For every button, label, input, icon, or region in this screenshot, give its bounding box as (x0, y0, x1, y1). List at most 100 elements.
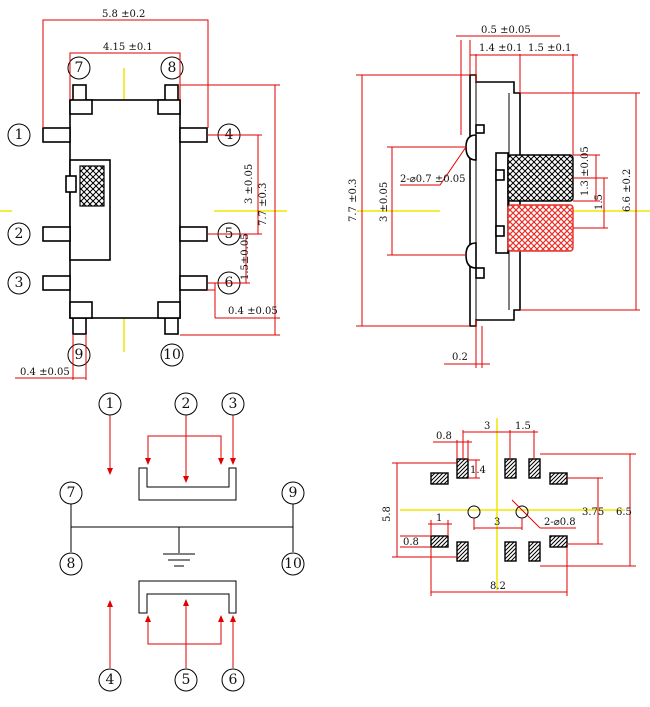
pin-9-lead (72, 317, 87, 335)
arrow-heads (107, 458, 236, 622)
dimension-text: 1.4 ±0.1 (479, 43, 522, 54)
pad (504, 458, 517, 479)
pin-number: 8 (67, 556, 76, 572)
fp-dim-3-top: 3 (462, 421, 512, 459)
fp-dim-1-5-top: 1.5 (510, 421, 538, 459)
slider-knob (79, 165, 105, 207)
slider-stop (495, 225, 505, 237)
dimension-overall-width: 5.8 ±0.2 (42, 9, 209, 128)
dimension-text: 5.8 (382, 506, 393, 522)
fp-dim-8-2: 8.2 (430, 547, 568, 596)
knob-tab (65, 175, 77, 193)
pin-number: 8 (168, 60, 177, 76)
pads (430, 458, 568, 562)
dimension-pitch-a: 3 ±0.05 (207, 134, 262, 235)
dimension-1-5: 1.5 ±0.1 (520, 43, 578, 155)
pad (528, 541, 541, 562)
slider-knob-on (507, 204, 574, 252)
dimension-text: 2-⌀0.8 (544, 517, 576, 528)
corner-tab (157, 99, 181, 115)
schematic-pin-9: 9 (281, 481, 305, 505)
fp-dim-hole: 2-⌀0.8 (511, 499, 576, 529)
schematic-pin-1: 1 (98, 392, 122, 416)
schematic-pin-8: 8 (59, 552, 83, 576)
locating-post (465, 134, 477, 161)
dimension-pin-span: 4.15 ±0.1 (69, 42, 181, 100)
dimension-text: 8.2 (490, 581, 506, 592)
slider-window (495, 152, 509, 254)
pin-number: 3 (229, 396, 238, 412)
fp-dim-0-8-top: 0.8 (433, 431, 472, 459)
pin-7-lead (72, 84, 87, 102)
dimension-text: 7.7 ±0.3 (258, 183, 269, 226)
schematic-pin-6: 6 (221, 668, 245, 692)
side-view: 0.5 ±0.05 1.4 ±0.1 1.5 ±0.1 2-⌀0.7 ±0.05… (348, 25, 650, 368)
pin-number: 2 (15, 226, 24, 242)
pin-5-lead (179, 226, 208, 242)
mounting-hole (515, 505, 529, 519)
pad (430, 535, 449, 548)
pin-label-7: 7 (67, 56, 91, 80)
pcb-footprint: 3 1.5 0.8 1.4 5.8 3.75 (382, 418, 636, 596)
dimension-text: 0.4 ±0.05 (20, 367, 70, 378)
contact-bar-top (138, 467, 237, 501)
dimension-text: 6.6 ±0.2 (622, 169, 633, 212)
pin-1-lead (42, 127, 71, 143)
pad (456, 458, 469, 479)
pin-number: 4 (106, 672, 115, 688)
pin-4-lead (179, 127, 208, 143)
fp-dim-3-mid: 3 (473, 517, 523, 530)
pin-label-2: 2 (7, 222, 31, 246)
pad (549, 535, 568, 548)
pin-8-lead (164, 84, 179, 102)
fp-dim-3-75: 3.75 (567, 477, 604, 545)
pin-label-9: 9 (67, 343, 91, 367)
dimension-text: 4.15 ±0.1 (103, 42, 153, 53)
dimension-text: 2-⌀0.7 ±0.05 (400, 174, 466, 185)
pin-number: 1 (106, 396, 115, 412)
pin-number: 10 (284, 556, 302, 572)
locating-post (465, 242, 477, 269)
pin-number: 9 (75, 347, 84, 363)
pin-label-10: 10 (160, 343, 184, 367)
dimension-text: 1.5±0.05 (240, 233, 251, 280)
dimension-1-3: 1.3 ±0.05 (573, 146, 600, 202)
mounting-hole (467, 505, 481, 519)
schematic-pin-10: 10 (281, 552, 305, 576)
dimension-0-5: 0.5 ±0.05 (456, 25, 560, 135)
top-view: 1 2 3 4 5 6 7 8 (0, 9, 287, 380)
slider-knob-off (507, 154, 574, 202)
dimension-text: 3 (484, 421, 490, 432)
dimension-0-2: 0.2 (444, 320, 490, 368)
pin-number: 10 (163, 347, 181, 363)
pin-label-1: 1 (7, 123, 31, 147)
schematic-pin-3: 3 (221, 392, 245, 416)
dimension-pitch-b: 1.5±0.05 (207, 233, 251, 284)
dimension-text: 0.5 ±0.05 (481, 25, 531, 36)
schematic-pin-5: 5 (174, 668, 198, 692)
pin-label-3: 3 (7, 271, 31, 295)
dimension-text: 0.4 ±0.05 (228, 306, 278, 317)
corner-tab (69, 301, 93, 319)
pin-label-8: 8 (160, 56, 184, 80)
schematic-pin-4: 4 (98, 668, 122, 692)
dimension-text: 1.5 (594, 194, 605, 210)
fp-dim-1-4: 1.4 (468, 459, 486, 479)
corner-tab (157, 301, 181, 319)
dimension-pad-width-bottom: 0.4 ±0.05 (15, 334, 87, 380)
dimension-text: 5.8 ±0.2 (102, 9, 145, 20)
pin-number: 2 (182, 396, 191, 412)
arrow-lines (109, 415, 234, 668)
dimension-text: 1.3 ±0.05 (580, 146, 591, 196)
fp-dim-5-8: 5.8 (382, 462, 457, 558)
dimension-text: 0.8 (436, 431, 452, 442)
dimension-text: 1.4 (470, 465, 486, 476)
pin-number: 6 (229, 672, 238, 688)
dimension-height: 7.7 ±0.3 (180, 84, 280, 336)
dimension-text: 1.5 ±0.1 (528, 43, 571, 54)
pad (456, 541, 469, 562)
dimension-pad-width-right: 0.4 ±0.05 (207, 283, 280, 319)
dimension-text: 7.7 ±0.3 (348, 179, 359, 222)
dimension-text: 3.75 (582, 507, 604, 518)
